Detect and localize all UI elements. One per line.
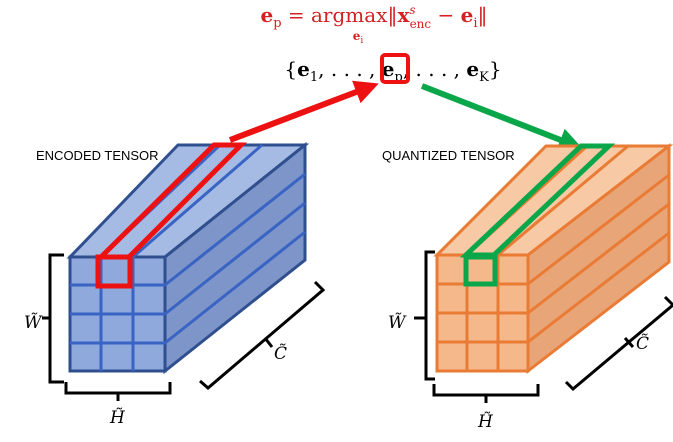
codebook-last-sub: K <box>479 70 489 85</box>
codebook-sep2: , . . . , <box>403 57 467 81</box>
equation-norm-open: ‖ <box>387 3 397 28</box>
equation-minus: − <box>431 3 460 27</box>
equation-operator-subscript: ei <box>353 29 364 46</box>
encoded-depth-brace <box>199 280 326 390</box>
codebook-selected-sub: p <box>394 70 402 85</box>
quantized-tensor: QUANTIZED TENSOR W̃ H̃ C̃ <box>382 142 673 432</box>
quantized-width-brace <box>432 384 540 403</box>
encoded-height-label: W̃ <box>24 313 43 333</box>
encoded-front-grid <box>70 257 165 371</box>
encoded-depth-label: C̃ <box>274 344 287 364</box>
codebook-first: e <box>297 57 310 81</box>
quantized-width-label: H̃ <box>477 412 494 432</box>
codebook: {e1, . . . , ep, . . . , eK} <box>284 57 501 85</box>
equation-x-sup: s <box>409 3 415 17</box>
encoded-tensor: ENCODED TENSOR W̃ H̃ C̃ <box>24 141 326 428</box>
quantized-side-grid <box>527 173 670 344</box>
encode-arrow <box>228 80 379 143</box>
equation-norm-close: ‖ <box>478 3 488 28</box>
quantized-height-label: W̃ <box>388 313 407 333</box>
selected-codeword-box <box>380 53 410 84</box>
encoded-selected-cell <box>95 254 133 289</box>
codebook-first-sub: 1 <box>310 70 318 85</box>
quantized-depth-label: C̃ <box>636 334 649 354</box>
equation-e-sub: i <box>473 16 477 31</box>
quantized-selected-cell <box>463 254 498 287</box>
codebook-last: e <box>466 57 479 81</box>
codebook-sep1: , . . . , <box>318 57 382 81</box>
equation-equals: = <box>282 3 311 27</box>
encoded-width-label: H̃ <box>109 408 126 428</box>
equation-operator: argmax <box>311 3 388 27</box>
codebook-open: { <box>284 57 297 81</box>
equation-op-sub-sub: i <box>360 36 363 46</box>
equation-x-sub: enc <box>410 17 432 31</box>
quantized-depth-brace <box>564 295 673 392</box>
encoded-height-brace <box>42 253 64 384</box>
quantized-front-grid <box>437 255 528 371</box>
codebook-close: } <box>489 57 502 81</box>
quantized-tensor-label: QUANTIZED TENSOR <box>382 148 515 163</box>
encoded-tensor-label: ENCODED TENSOR <box>36 148 159 163</box>
equation-lhs: e <box>260 3 273 27</box>
codebook-selected: e <box>382 57 395 81</box>
quantized-height-brace <box>414 250 435 381</box>
encoded-width-brace <box>64 382 172 401</box>
equation-x: x <box>397 3 410 27</box>
equation-op-sub: e <box>353 29 361 43</box>
equation-e: e <box>461 3 474 27</box>
equation-lhs-sub: p <box>273 16 281 31</box>
encoded-side-grid <box>164 172 306 345</box>
quantize-arrow <box>420 83 583 152</box>
